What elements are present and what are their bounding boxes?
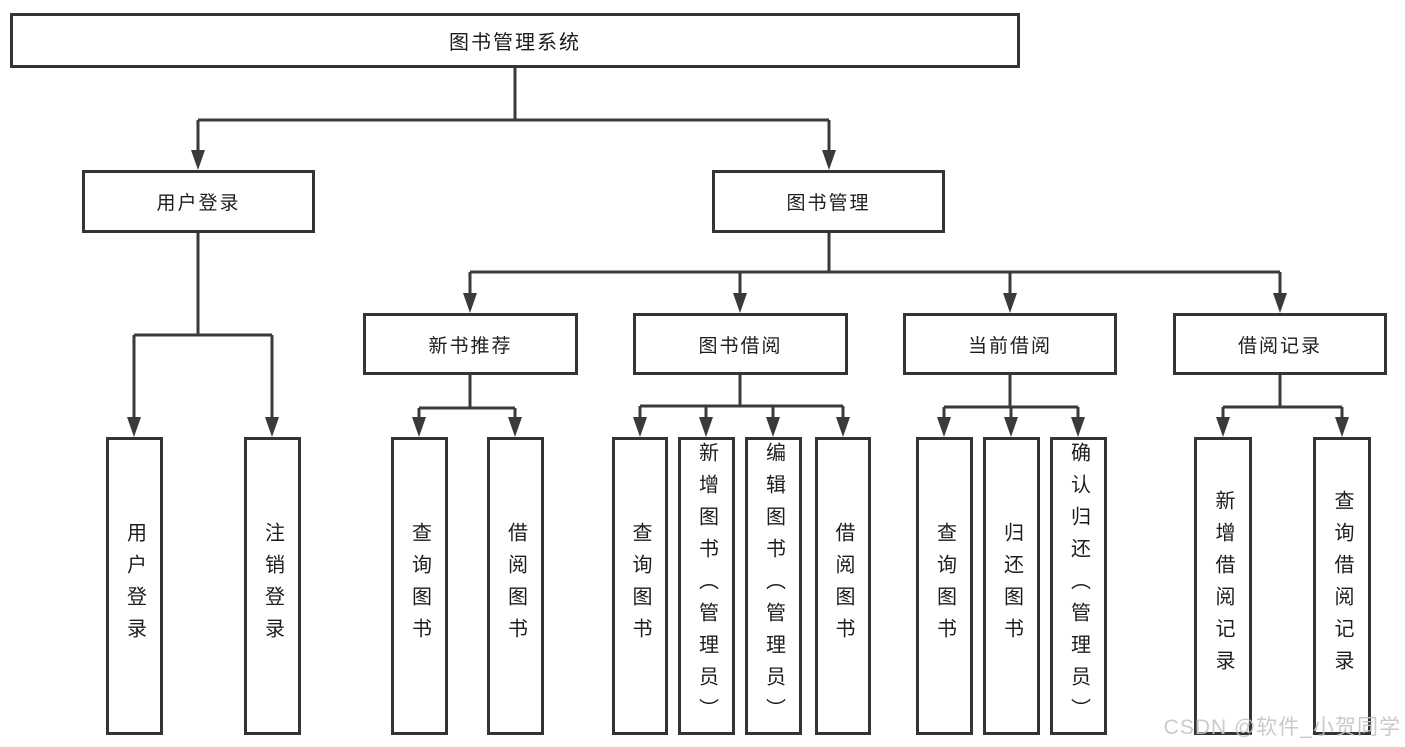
csdn-watermark: CSDN @软件_小贺同学 (1163, 716, 1401, 739)
node-book-borrow: 图书借阅 (633, 313, 848, 375)
leaf-recommend-query-books: 查询图书 (391, 437, 448, 735)
leaf-user-login: 用户登录 (106, 437, 163, 735)
node-user-login: 用户登录 (82, 170, 315, 233)
leaf-records-add-record: 新增借阅记录 (1194, 437, 1252, 735)
node-new-book-recommend: 新书推荐 (363, 313, 578, 375)
leaf-borrow-borrow-books: 借阅图书 (815, 437, 871, 735)
leaf-borrow-edit-books-admin: 编辑图书（管理员） (745, 437, 802, 735)
leaf-current-confirm-return-admin: 确认归还（管理员） (1050, 437, 1107, 735)
leaf-current-query-books: 查询图书 (916, 437, 973, 735)
leaf-borrow-add-books-admin: 新增图书（管理员） (678, 437, 735, 735)
leaf-records-query-record: 查询借阅记录 (1313, 437, 1371, 735)
node-borrow-records: 借阅记录 (1173, 313, 1387, 375)
node-book-management: 图书管理 (712, 170, 945, 233)
leaf-borrow-query-books: 查询图书 (612, 437, 668, 735)
node-current-borrow: 当前借阅 (903, 313, 1117, 375)
leaf-recommend-borrow-books: 借阅图书 (487, 437, 544, 735)
leaf-logout: 注销登录 (244, 437, 301, 735)
leaf-current-return-books: 归还图书 (983, 437, 1040, 735)
arrowheads (127, 150, 1349, 437)
node-system-root: 图书管理系统 (10, 13, 1020, 68)
